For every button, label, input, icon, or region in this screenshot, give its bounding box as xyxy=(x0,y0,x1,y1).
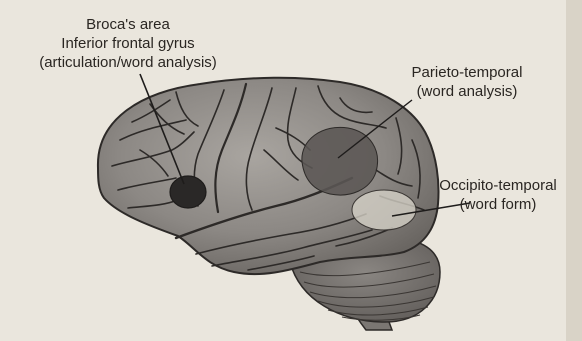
broca-label: Broca's area Inferior frontal gyrus (art… xyxy=(24,15,232,72)
broca-region xyxy=(170,176,206,208)
parieto-temporal-region xyxy=(302,127,378,195)
occipito-temporal-label: Occipito-temporal (word form) xyxy=(418,176,578,214)
broca-label-line-1: Broca's area xyxy=(24,15,232,34)
parieto-label-line-1: Parieto-temporal xyxy=(392,63,542,82)
occipito-temporal-region xyxy=(352,190,416,230)
occipito-label-line-1: Occipito-temporal xyxy=(418,176,578,195)
broca-label-line-3: (articulation/word analysis) xyxy=(24,53,232,72)
parieto-label-line-2: (word analysis) xyxy=(392,82,542,101)
broca-label-line-2: Inferior frontal gyrus xyxy=(24,34,232,53)
page-shadow-strip xyxy=(566,0,582,341)
parieto-temporal-label: Parieto-temporal (word analysis) xyxy=(392,63,542,101)
occipito-label-line-2: (word form) xyxy=(418,195,578,214)
